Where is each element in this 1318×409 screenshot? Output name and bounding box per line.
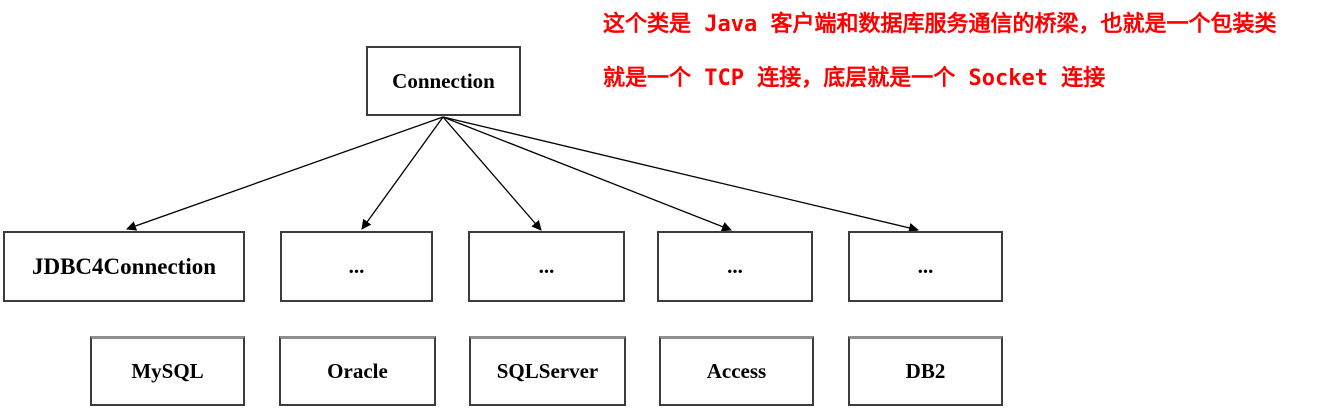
db-box-sqlserver: SQLServer bbox=[469, 336, 626, 406]
db-box-mysql: MySQL bbox=[90, 336, 245, 406]
db-box-label: DB2 bbox=[905, 359, 946, 383]
class-box-jdbc4connection: JDBC4Connection bbox=[3, 231, 245, 302]
class-box-label: ... bbox=[348, 254, 365, 278]
annotation-line-1: 这个类是 Java 客户端和数据库服务通信的桥梁，也就是一个包装类 bbox=[603, 12, 1277, 37]
class-box-label: ... bbox=[917, 254, 934, 278]
inheritance-arrow bbox=[126, 116, 444, 231]
db-box-oracle: Oracle bbox=[279, 336, 436, 406]
db-box-db2: DB2 bbox=[848, 336, 1003, 406]
inheritance-arrow bbox=[442, 116, 732, 232]
class-box-ellipsis-2: ... bbox=[468, 231, 625, 302]
class-box-ellipsis-1: ... bbox=[280, 231, 433, 302]
class-box-connection: Connection bbox=[366, 46, 521, 116]
class-box-ellipsis-4: ... bbox=[848, 231, 1003, 302]
db-box-label: Access bbox=[706, 359, 767, 383]
class-box-label: Connection bbox=[392, 68, 495, 93]
db-box-label: MySQL bbox=[131, 359, 204, 383]
class-box-label: ... bbox=[538, 254, 555, 278]
db-box-label: SQLServer bbox=[496, 359, 599, 383]
inheritance-arrow bbox=[442, 116, 919, 233]
db-box-access: Access bbox=[659, 336, 814, 406]
class-box-label: ... bbox=[727, 254, 743, 278]
class-box-ellipsis-3: ... bbox=[657, 231, 813, 302]
class-box-label: JDBC4Connection bbox=[31, 253, 216, 279]
inheritance-arrow bbox=[442, 116, 542, 231]
annotation-line-2: 就是一个 TCP 连接，底层就是一个 Socket 连接 bbox=[603, 66, 1106, 91]
db-box-label: Oracle bbox=[327, 359, 388, 383]
inheritance-arrow bbox=[361, 116, 444, 230]
